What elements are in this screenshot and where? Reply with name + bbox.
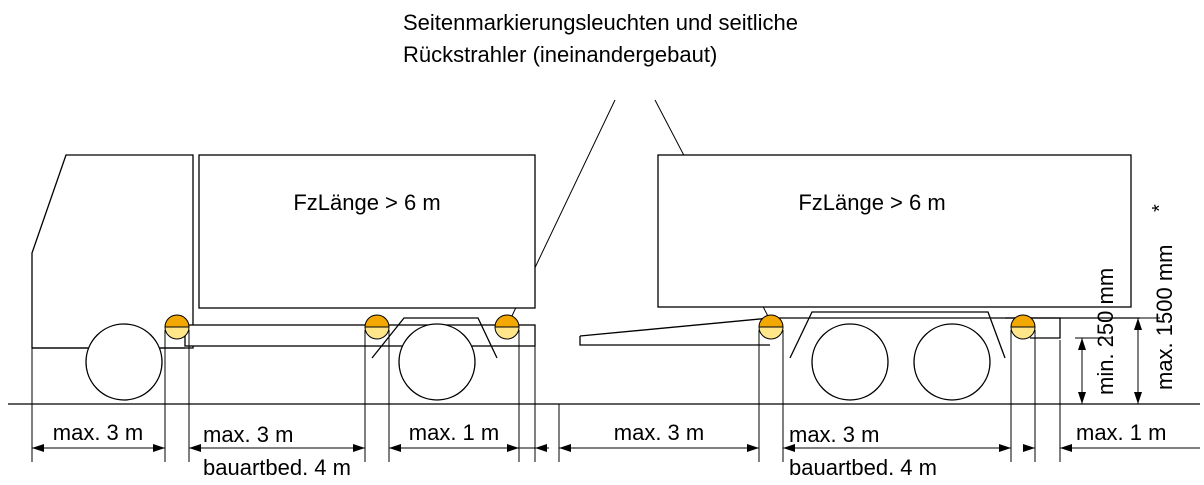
- dim-trailer-rear-label: max. 1 m: [1076, 420, 1166, 445]
- truck-front-wheel: [85, 323, 163, 401]
- dim-truck-rear-label: max. 1 m: [409, 420, 499, 445]
- truck-marker-lamp-front: [164, 314, 190, 340]
- dim-truck-front-label: max. 3 m: [53, 420, 143, 445]
- trailer-drawbar-top: [579, 317, 771, 337]
- trailer-marker-lamp-front: [758, 314, 784, 340]
- extension-lines: [31, 330, 1061, 462]
- trailer-rear-step: [1005, 317, 1061, 339]
- truck: FzLänge > 6 m: [31, 154, 536, 401]
- trailer-wheel-1: [811, 323, 889, 401]
- trailer-drawbar: [579, 336, 770, 346]
- dim-height-max-note: *: [1149, 204, 1171, 212]
- truck-marker-lamp-middle: [364, 314, 390, 340]
- trailer-marker-lamp-rear: [1010, 314, 1036, 340]
- truck-cargo-box: [198, 154, 536, 309]
- dim-height-min-label: min. 250 mm: [1093, 268, 1118, 395]
- dim-trailer-front-label: max. 3 m: [614, 420, 704, 445]
- dim-trailer-front: max. 3 m: [559, 420, 759, 452]
- dim-truck-middle: max. 3 m bauartbed. 4 m: [189, 422, 365, 480]
- dim-trailer-middle-alt-label: bauartbed. 4 m: [789, 455, 937, 480]
- trailer: FzLänge > 6 m: [579, 154, 1140, 401]
- dim-height: min. 250 mm max. 1500 mm *: [1040, 204, 1177, 404]
- truck-body-label: FzLänge > 6 m: [293, 190, 440, 215]
- trailer-cargo-box: [657, 154, 1132, 308]
- dim-truck-front: max. 3 m: [32, 420, 165, 452]
- truck-marker-lamp-rear: [494, 314, 520, 340]
- dim-trailer-middle-label: max. 3 m: [789, 422, 879, 447]
- dim-truck-rear: max. 1 m: [389, 420, 549, 452]
- truck-axle-bracket: [371, 317, 498, 359]
- callout-text-line1: Seitenmarkierungsleuchten und seitliche: [403, 10, 798, 35]
- dim-truck-middle-label: max. 3 m: [203, 422, 293, 447]
- callout-text-line2: Rückstrahler (ineinandergebaut): [403, 42, 717, 67]
- dim-trailer-rear: max. 1 m: [1023, 420, 1200, 452]
- trailer-wheel-2: [913, 323, 991, 401]
- trailer-body-label: FzLänge > 6 m: [798, 190, 945, 215]
- truck-rear-wheel: [398, 323, 476, 401]
- dim-trailer-middle: max. 3 m bauartbed. 4 m: [783, 422, 1011, 480]
- dim-height-max-label: max. 1500 mm: [1152, 245, 1177, 391]
- trailer-axle-bracket: [789, 311, 1006, 359]
- dim-truck-middle-alt-label: bauartbed. 4 m: [203, 455, 351, 480]
